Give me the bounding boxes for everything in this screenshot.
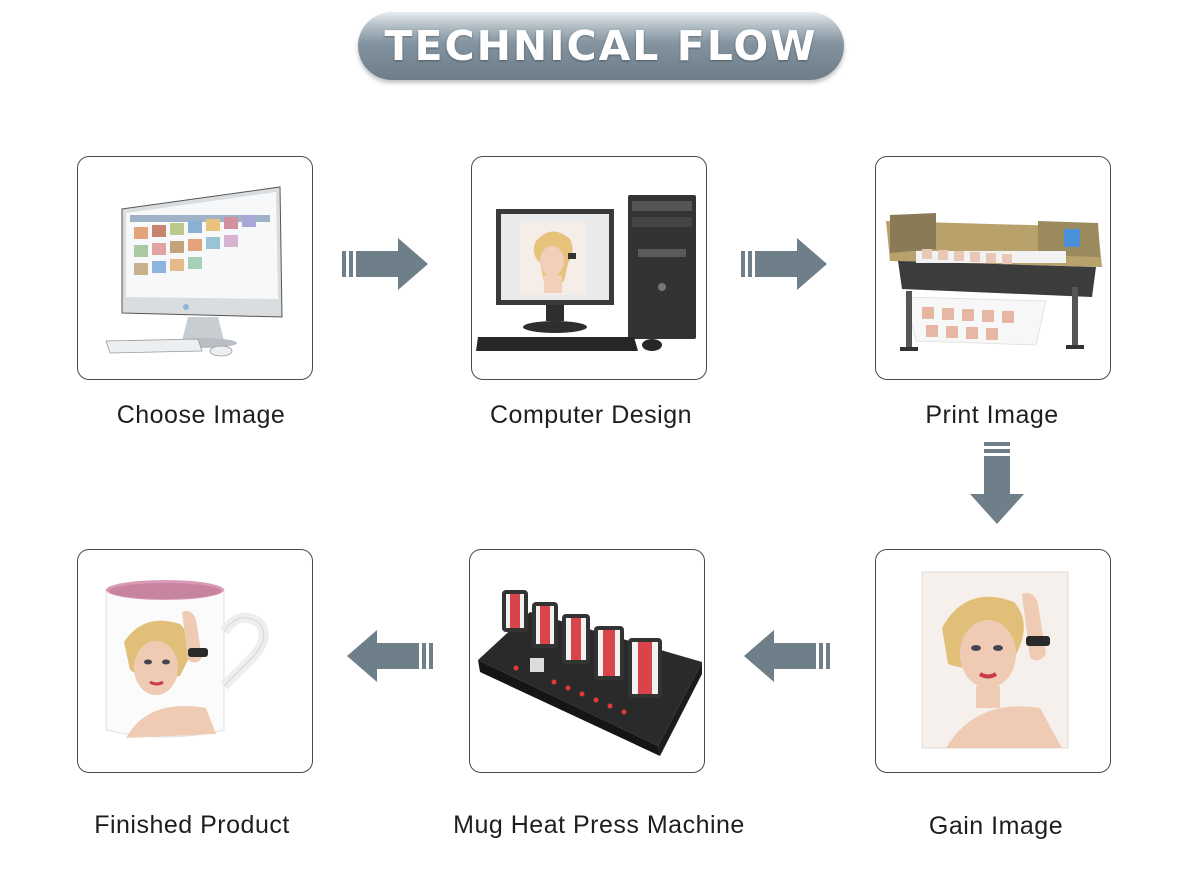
step-label-print-image: Print Image	[925, 401, 1059, 429]
arrow-right-icon	[342, 238, 428, 290]
step-card-mug-heat-press	[469, 549, 705, 773]
heat-press-machine-icon	[478, 590, 702, 756]
arrow-right-icon	[741, 238, 827, 290]
step-label-choose-image: Choose Image	[116, 401, 286, 429]
arrow-left-icon	[347, 630, 433, 682]
desktop-computer-icon	[476, 195, 696, 351]
portrait-photo-icon	[921, 571, 1069, 749]
arrow-down-icon	[970, 442, 1024, 524]
step-card-choose-image	[77, 156, 313, 380]
step-card-finished-product	[77, 549, 313, 773]
step-label-mug-heat-press: Mug Heat Press Machine	[453, 811, 745, 839]
step-label-gain-image: Gain Image	[928, 812, 1064, 840]
printer-icon	[886, 213, 1102, 351]
desktop-monitor-icon	[105, 186, 283, 357]
step-card-computer-design	[471, 156, 707, 380]
page-title: TECHNICAL FLOW	[384, 22, 818, 70]
title-banner: TECHNICAL FLOW	[358, 12, 844, 80]
arrow-left-icon	[744, 630, 830, 682]
step-label-computer-design: Computer Design	[489, 401, 693, 429]
step-label-finished-product: Finished Product	[94, 811, 290, 839]
mug-icon	[105, 580, 269, 738]
step-card-gain-image	[875, 549, 1111, 773]
step-card-print-image	[875, 156, 1111, 380]
